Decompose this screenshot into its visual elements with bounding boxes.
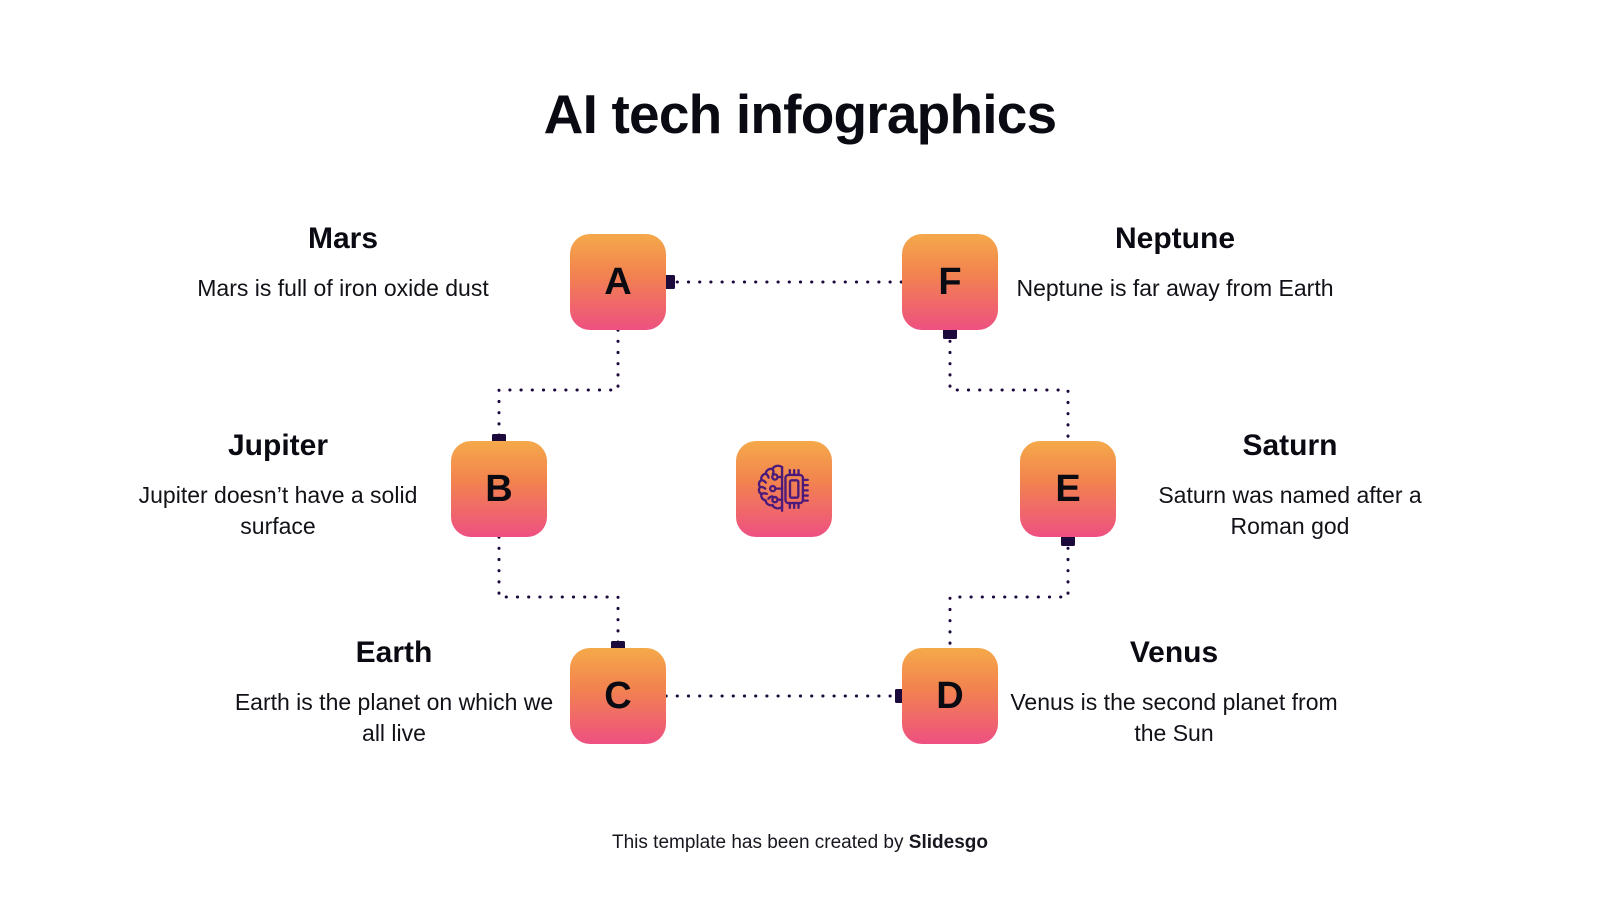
item-text-mars: Mars Mars is full of iron oxide dust (178, 222, 508, 304)
node-card-c[interactable]: C (570, 648, 666, 744)
node-card-f[interactable]: F (902, 234, 998, 330)
item-heading: Jupiter (227, 429, 329, 462)
connector-f-e (948, 328, 1070, 443)
node-card-b[interactable]: B (451, 441, 547, 537)
item-body: Saturn was named after a Roman god (1158, 481, 1422, 539)
center-icon-tile (736, 441, 832, 537)
connector-b-c (497, 535, 620, 650)
item-body: Earth is the planet on which we all live (234, 688, 554, 746)
footer-credit: This template has been created by Slides… (0, 832, 1600, 854)
item-heading: Earth (355, 636, 433, 669)
item-heading: Neptune (1115, 222, 1235, 255)
item-heading: Venus (1129, 636, 1219, 669)
item-text-earth: Earth Earth is the planet on which we al… (229, 636, 559, 749)
connector-a-b (497, 328, 620, 443)
item-text-jupiter: Jupiter Jupiter doesn’t have a solid sur… (113, 429, 443, 542)
item-body: Venus is the second planet from the Sun (1010, 688, 1338, 746)
footer-credit-text: This template has been created by (612, 832, 909, 853)
item-heading: Saturn (1242, 429, 1338, 462)
item-body: Mars is full of iron oxide dust (197, 274, 489, 301)
page-title: AI tech infographics (543, 83, 1057, 145)
item-body: Neptune is far away from Earth (1016, 274, 1334, 301)
footer-brand[interactable]: Slidesgo (908, 832, 988, 853)
item-text-venus: Venus Venus is the second planet from th… (1009, 636, 1339, 749)
item-text-saturn: Saturn Saturn was named after a Roman go… (1125, 429, 1455, 542)
connector-e-d (948, 535, 1070, 650)
item-body: Jupiter doesn’t have a solid surface (138, 481, 418, 539)
item-text-neptune: Neptune Neptune is far away from Earth (1010, 222, 1340, 304)
node-card-e[interactable]: E (1020, 441, 1116, 537)
ai-brain-chip-icon (753, 458, 815, 520)
node-card-d[interactable]: D (902, 648, 998, 744)
node-card-a[interactable]: A (570, 234, 666, 330)
item-heading: Mars (307, 222, 379, 255)
